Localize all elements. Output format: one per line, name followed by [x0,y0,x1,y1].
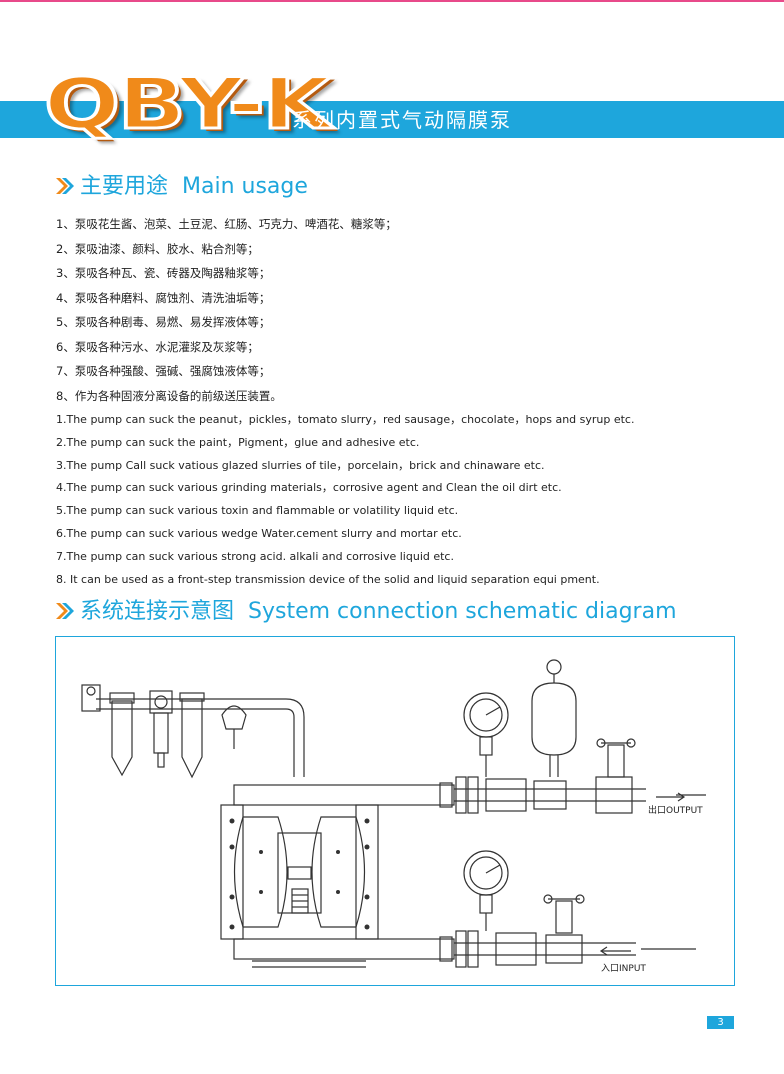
section-heading-schematic: 系统连接示意图 System connection schematic diag… [56,597,677,627]
usage-title-en: Main usage [182,174,308,199]
list-item: 2、泵吸油漆、颜料、胶水、粘合剂等； [56,241,259,256]
pressure-gauge-bottom-icon [463,850,509,931]
list-item: 7、泵吸各种强酸、强碱、强腐蚀液体等； [56,364,271,378]
list-item: 3.The pump Call suck vatious glazed slur… [56,458,545,472]
schematic-title-en: System connection schematic diagram [248,599,677,624]
list-item: 6.The pump can suck various wedge Water.… [56,526,462,540]
output-label: 出口OUTPUT [648,804,703,816]
input-label: 入口INPUT [601,963,646,974]
list-item: 8. It can be used as a front-step transm… [56,572,600,586]
list-item: 1、泵吸花生酱、泡菜、土豆泥、红肠、巧克力、啤酒花、糖浆等； [56,217,397,231]
top-rule [0,0,784,2]
brand-title: QBY-K [42,63,333,145]
double-chevron-icon [56,603,74,619]
list-item: 3、泵吸各种瓦、瓷、砖器及陶器釉浆等； [56,266,271,280]
list-item: 1.The pump can suck the peanut，pickles，t… [56,413,635,426]
output-arrow-icon [656,792,686,802]
list-item: 2.The pump can suck the paint，Pigment，gl… [56,435,420,449]
section-heading-usage: 主要用途 Main usage [56,172,308,202]
header-banner [0,101,784,138]
double-chevron-icon [56,178,74,194]
suction-pipe [454,942,636,956]
input-arrow-icon [599,946,631,956]
list-item: 4.The pump can suck various grinding mat… [56,481,562,495]
list-item: 6、泵吸各种污水、水泥灌浆及灰浆等； [56,339,259,354]
outlet-valve-icon [596,738,636,778]
page-number: 3 [707,1016,734,1029]
usage-list-cn: 1、泵吸花生酱、泡菜、土豆泥、红肠、巧克力、啤酒花、糖浆等； 2、泵吸油漆、颜料… [56,212,397,408]
air-filter-regulator-icon [81,684,247,779]
diaphragm-pump-icon [220,804,379,940]
pressure-gauge-top-icon [463,692,509,777]
list-item: 5.The pump can suck various toxin and fl… [56,504,459,518]
inlet-manifold [233,938,455,960]
air-supply-line [96,698,305,777]
schematic-diagram-frame: 出口OUTPUT 入口INPUT [55,636,735,986]
usage-list-en: 1.The pump can suck the peanut，pickles，t… [56,409,634,591]
header-subtitle: 系列内置式气动隔膜泵 [292,108,512,132]
list-item: 4、泵吸各种磨料、腐蚀剂、清洗油垢等； [56,290,271,305]
list-item: 5、泵吸各种剧毒、易燃、易发挥液体等； [56,315,271,329]
schematic-diagram: 出口OUTPUT 入口INPUT [81,659,706,974]
list-item: 7.The pump can suck various strong acid.… [56,549,454,563]
usage-title-cn: 主要用途 [80,174,169,199]
schematic-title-cn: 系统连接示意图 [80,599,235,624]
discharge-pipe [454,788,646,802]
pulsation-dampener-icon [531,659,577,777]
inlet-valve-icon [543,894,585,934]
outlet-manifold [233,784,455,806]
list-item: 8、作为各种固液分离设备的前级送压装置。 [56,388,282,403]
